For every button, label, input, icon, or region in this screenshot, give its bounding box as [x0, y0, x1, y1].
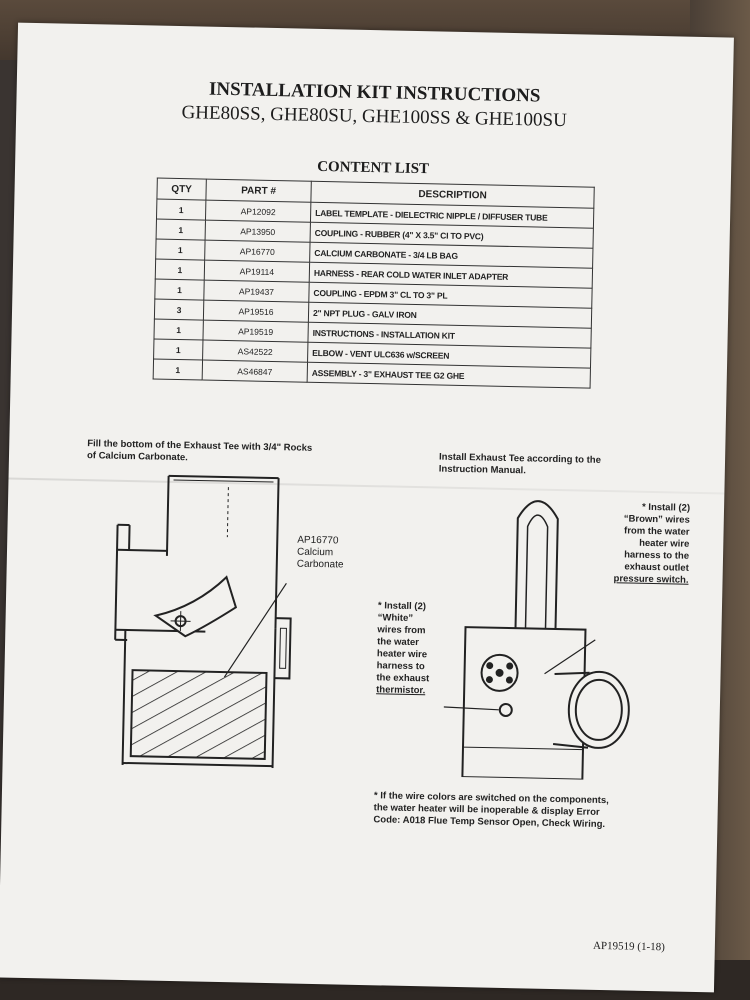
tee-body: [461, 626, 587, 781]
row-part-number: AP13950: [205, 220, 311, 243]
row-qty: 1: [155, 259, 205, 281]
brown-wire-note: * Install (2) “Brown” wires from the wat…: [588, 501, 690, 587]
callout-line-2: Carbonate: [296, 558, 344, 571]
calcium-carbonate-callout: AP16770 Calcium Carbonate: [297, 535, 344, 572]
row-qty: 1: [155, 239, 206, 261]
row-part-number: AP19519: [202, 320, 309, 343]
row-part-number: AS42522: [202, 340, 308, 363]
column-header-part: PART #: [205, 179, 312, 203]
row-qty: 1: [153, 359, 203, 381]
thermistor: [498, 702, 513, 717]
row-part-number: AP16770: [204, 240, 311, 263]
row-part-number: AP19114: [204, 260, 310, 283]
wire-color-warning: * If the wire colors are switched on the…: [373, 790, 674, 832]
row-part-number: AP19437: [203, 280, 310, 303]
row-qty: 1: [154, 279, 205, 301]
row-qty: 1: [156, 219, 206, 241]
exhaust-tee-install-diagram: [442, 500, 630, 781]
column-header-qty: QTY: [156, 178, 207, 201]
row-qty: 1: [153, 339, 203, 361]
row-qty: 1: [153, 319, 204, 341]
tee-top-pipe: [165, 475, 280, 629]
white-wire-note: * Install (2) “White” wires from the wat…: [376, 600, 458, 698]
row-qty: 3: [154, 299, 204, 321]
row-part-number: AP12092: [205, 200, 311, 223]
tee-outlet: [567, 670, 630, 749]
exhaust-tee-cutaway-diagram: [114, 474, 292, 769]
sensor-hose-loop: [514, 500, 559, 630]
callout-line-1: Calcium: [296, 546, 334, 559]
document-code: AP19519 (1-18): [592, 939, 665, 954]
left-figure-instruction: Fill the bottom of the Exhaust Tee with …: [86, 438, 313, 464]
row-part-number: AP19516: [203, 300, 309, 323]
brown-note-line-7: pressure switch.: [613, 573, 689, 586]
white-note-line-8: thermistor.: [376, 684, 426, 697]
content-list-title: CONTENT LIST: [317, 158, 430, 178]
calcium-carbonate-fill: [129, 669, 268, 760]
row-qty: 1: [156, 199, 206, 221]
instruction-sheet: INSTALLATION KIT INSTRUCTIONS GHE80SS, G…: [0, 22, 734, 993]
row-part-number: AS46847: [202, 360, 308, 383]
callout-part-number: AP16770: [297, 534, 339, 547]
right-figure-instruction: Install Exhaust Tee according to the Ins…: [438, 451, 602, 477]
